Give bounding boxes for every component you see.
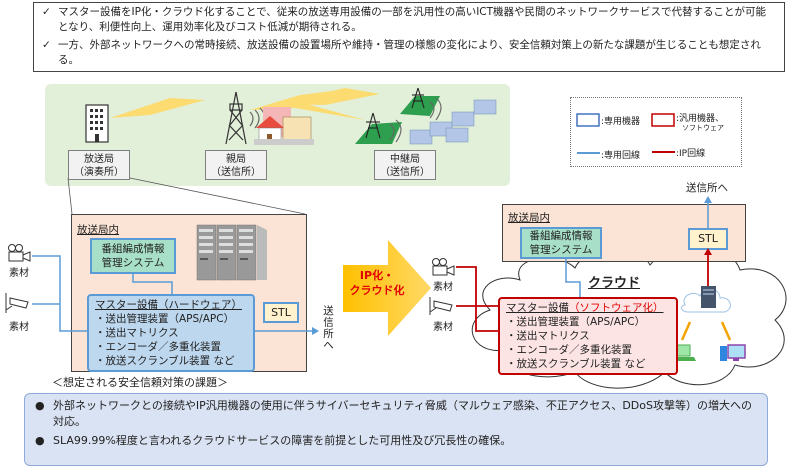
issues-title: ＜想定される安全信頼対策の課題＞ — [52, 376, 228, 389]
transmission-beams — [110, 88, 380, 120]
bullet-icon: ● — [35, 399, 45, 412]
cloud-label: クラウド — [588, 276, 641, 291]
surveillance-camera-icon — [429, 297, 453, 315]
ip-arrow — [704, 248, 712, 255]
issue-item: ● SLA99.99%程度と言われるクラウドサービスの障害を前提とした可用性及び… — [35, 433, 757, 449]
relay-station-icon — [355, 87, 497, 145]
master-item: ・エンコーダ／多重化装置 — [506, 344, 632, 356]
transmission-tower-icon — [225, 91, 266, 145]
station-name: 放送局 — [84, 154, 114, 165]
master-title: マスター設備（ハードウェア） — [95, 299, 242, 311]
transition-line: IP化・ — [359, 269, 395, 282]
material-label: 素材 — [9, 268, 29, 279]
zoom-line — [67, 177, 73, 215]
master-equipment-hardware: マスター設備（ハードウェア） ・送出管理装置（APS/APC） ・送出マトリクス… — [87, 294, 255, 372]
bullet-icon: ● — [35, 434, 45, 447]
station-sub: （送信所） — [211, 167, 261, 178]
station-label-main: 親局 （送信所） — [205, 150, 267, 180]
desktop-computer-icon — [720, 344, 746, 361]
issue-text: 外部ネットワークとの接続やIP汎用機器の使用に伴うサイバーセキュリティ脅威（マル… — [53, 399, 752, 428]
material-label: 素材 — [9, 322, 29, 333]
station-sub: （演奏所） — [74, 167, 124, 178]
master-title-software: （ソフトウェア化） — [569, 302, 664, 314]
system-line: 管理システム — [529, 244, 593, 256]
intro-text: マスター設備をIP化・クラウド化することで、従来の放送専用設備の一部を汎用性の高… — [58, 6, 767, 33]
zoom-line — [129, 177, 306, 215]
master-item: ・エンコーダ／多重化装置 — [95, 341, 221, 353]
legend-general-label: :汎用機器、 — [676, 114, 725, 124]
legend-general-sub: ソフトウェア — [682, 124, 724, 132]
houses-icon — [254, 107, 314, 145]
cloud-server-icon — [681, 286, 731, 313]
ip-material-line — [456, 266, 498, 332]
check-icon: ✓ — [42, 6, 51, 18]
master-item: ・送出管理装置（APS/APC） — [95, 313, 235, 325]
issues-box: ● 外部ネットワークとの接続やIP汎用機器の使用に伴うサイバーセキュリティ脅威（… — [24, 393, 768, 466]
material-line — [32, 255, 88, 332]
bidirectional-arrow — [680, 321, 692, 341]
system-line: 番組編成情報 — [529, 230, 593, 242]
system-link — [565, 259, 581, 298]
output-arrow — [312, 327, 319, 335]
area-label: 放送局内 — [77, 224, 119, 236]
master-item: ・放送スクランブル装置 など — [506, 358, 646, 370]
system-link — [132, 274, 173, 295]
server-rack-icon — [196, 224, 267, 281]
legend-dedicated-box — [576, 113, 600, 127]
intro-text: 一方、外部ネットワークへの常時接続、放送設備の設置場所や維持・管理の様態の変化に… — [58, 39, 761, 66]
legend-general-box — [651, 113, 675, 127]
station-label-relay: 中継局 （送信所） — [374, 150, 436, 180]
master-item: ・送出マトリクス — [506, 330, 590, 342]
office-building-icon — [85, 104, 109, 143]
surveillance-camera-icon — [5, 293, 29, 313]
intro-point: ✓ マスター設備をIP化・クラウド化することで、従来の放送専用設備の一部を汎用性… — [42, 5, 776, 35]
transition-label: IP化・ クラウド化 — [343, 268, 411, 298]
master-title: マスター設備（ソフトウェア化） — [506, 301, 670, 315]
check-icon: ✓ — [42, 39, 51, 51]
transition-line: クラウド化 — [349, 284, 405, 297]
to-transmitter-label-left: 送信所へ — [322, 305, 334, 351]
system-line: 番組編成情報 — [101, 243, 165, 255]
program-management-system: 番組編成情報 管理システム — [90, 238, 176, 274]
station-label-studio: 放送局 （演奏所） — [68, 150, 130, 180]
master-equipment-software: マスター設備（ソフトウェア化） ・送出管理装置（APS/APC） ・送出マトリク… — [498, 297, 678, 375]
area-label: 放送局内 — [508, 212, 550, 224]
output-arrow — [704, 196, 712, 203]
master-title-main: マスター設備 — [506, 302, 569, 314]
issue-text: SLA99.99%程度と言われるクラウドサービスの障害を前提とした可用性及び冗長… — [53, 434, 512, 447]
stl-box-left: STL — [263, 302, 299, 323]
legend-dedicated-line-label: :専用回線 — [601, 151, 641, 161]
video-camera-icon — [432, 258, 455, 276]
station-name: 中継局 — [390, 154, 420, 165]
material-label: 素材 — [433, 322, 453, 333]
station-sub: （送信所） — [380, 167, 430, 178]
to-transmitter-label-right: 送信所へ — [686, 182, 728, 194]
master-item: ・放送スクランブル装置 など — [95, 355, 235, 367]
video-camera-icon — [8, 244, 31, 262]
system-line: 管理システム — [101, 257, 165, 269]
station-name: 親局 — [226, 154, 246, 165]
material-label: 素材 — [433, 282, 453, 293]
legend-dedicated-label: :専用機器 — [601, 117, 641, 127]
master-item: ・送出マトリクス — [95, 327, 179, 339]
master-item: ・送出管理装置（APS/APC） — [506, 316, 646, 328]
transition-arrow — [343, 240, 431, 336]
legend: :専用機器 :汎用機器、 ソフトウェア :専用回線 :IP回線 — [570, 97, 742, 167]
intro-point: ✓ 一方、外部ネットワークへの常時接続、放送設備の設置場所や維持・管理の様態の変… — [42, 38, 776, 68]
bidirectional-arrow — [720, 321, 732, 341]
intro-box: ✓ マスター設備をIP化・クラウド化することで、従来の放送専用設備の一部を汎用性… — [33, 2, 785, 72]
program-management-system: 番組編成情報 管理システム — [520, 227, 602, 259]
legend-ip-line-label: :IP回線 — [676, 149, 706, 159]
issue-item: ● 外部ネットワークとの接続やIP汎用機器の使用に伴うサイバーセキュリティ脅威（… — [35, 398, 757, 430]
